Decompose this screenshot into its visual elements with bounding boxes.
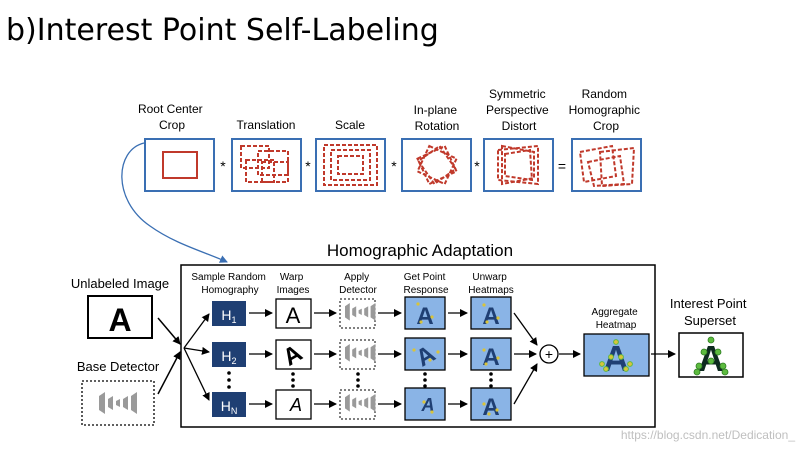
- ellipsis-dots: [227, 371, 493, 389]
- row-h2: H2 A A A: [212, 337, 512, 372]
- interest-point-superset: A: [678, 332, 744, 379]
- operator-multiply-2: *: [305, 158, 311, 174]
- scale-icon: [315, 138, 386, 192]
- row-arrows: [249, 309, 676, 408]
- in-plane-rotation-icon: [401, 138, 472, 192]
- unlabeled-image-box: A: [87, 295, 153, 339]
- sum-node: +: [539, 344, 559, 364]
- unlabeled-image-label: Unlabeled Image: [71, 276, 169, 291]
- warped-image-n: [275, 389, 312, 420]
- operator-multiply-1: *: [220, 158, 226, 174]
- adaptation-frame: [180, 264, 656, 428]
- operator-multiply-4: *: [474, 158, 480, 174]
- point-response-n: [404, 387, 446, 421]
- step-label-scale: Scale: [335, 118, 365, 132]
- unwarped-heatmap-2: [470, 337, 512, 371]
- step-label-translation: Translation: [237, 118, 296, 132]
- page-title: b)Interest Point Self-Labeling: [6, 13, 439, 48]
- perspective-distort-icon: [483, 138, 554, 192]
- translation-icon: [231, 138, 302, 192]
- point-response-1: [404, 296, 446, 330]
- svg-text:H1: H1: [221, 307, 236, 325]
- row-hn: HN A A A: [212, 387, 512, 421]
- warped-image-2: [275, 339, 312, 370]
- svg-text:A: A: [421, 395, 435, 415]
- row-h1: H1 A A A: [212, 296, 512, 330]
- homography-hn: [212, 392, 246, 417]
- column-header-get-point-response: Get Point Response: [403, 272, 448, 296]
- homography-pipeline: Root Center Crop Translation Scale In-pl…: [138, 87, 644, 192]
- operator-multiply-3: *: [391, 158, 397, 174]
- warped-image-1: [275, 298, 312, 329]
- operator-equals: =: [558, 158, 566, 174]
- point-response-2: [404, 337, 446, 371]
- svg-text:A: A: [482, 394, 499, 421]
- unwarped-heatmap-1: [470, 296, 512, 330]
- base-detector-icon: [81, 380, 155, 426]
- svg-text:+: +: [545, 346, 553, 362]
- column-header-unwarp-heatmaps: Unwarp Heatmaps: [468, 272, 514, 296]
- svg-text:A: A: [482, 303, 499, 330]
- step-label-root-center-crop: Root Center Crop: [138, 102, 206, 132]
- svg-text:A: A: [289, 395, 302, 415]
- fan-out-arrows: [183, 313, 210, 401]
- svg-text:H2: H2: [221, 348, 236, 366]
- step-label-random-homographic-crop: Random Homographic Crop: [569, 87, 644, 133]
- svg-text:A: A: [286, 303, 301, 328]
- svg-text:HN: HN: [221, 398, 238, 416]
- step-label-in-plane-rotation: In-plane Rotation: [414, 103, 461, 133]
- watermark: https://blog.csdn.net/Dedication_: [621, 428, 795, 442]
- column-header-warp-images: Warp Images: [277, 272, 310, 296]
- response-points: [412, 302, 500, 416]
- homography-h2: [212, 342, 246, 367]
- base-detector-label: Base Detector: [77, 359, 160, 374]
- step-label-perspective-distort: Symmetric Perspective Distort: [486, 87, 552, 133]
- input-arrows: [157, 317, 181, 395]
- unwarped-heatmap-n: [470, 387, 512, 421]
- aggregate-heatmap: A: [583, 333, 650, 379]
- column-header-sample-homography: Sample Random Homography: [191, 272, 268, 296]
- aggregate-heatmap-label: Aggregate Heatmap: [592, 307, 641, 331]
- random-homographic-crop-icon: [571, 138, 642, 192]
- connector-curve: [121, 142, 228, 263]
- homography-h1: [212, 301, 246, 326]
- output-label: Interest Point Superset: [670, 296, 750, 328]
- root-center-crop-icon: [144, 138, 215, 192]
- unlabeled-image-letter: A: [108, 302, 131, 338]
- column-header-apply-detector: Apply Detector: [339, 272, 377, 296]
- adaptation-title: Homographic Adaptation: [327, 241, 513, 260]
